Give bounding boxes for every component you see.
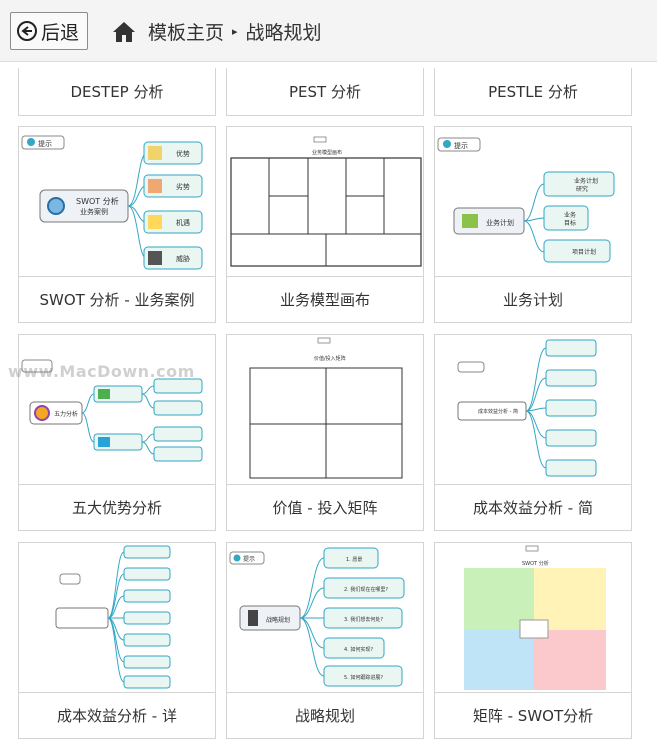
tip-text: 提示 <box>454 141 468 150</box>
svg-text:3. 我们想去何处?: 3. 我们想去何处? <box>344 616 383 623</box>
card-thumbnail <box>20 544 214 692</box>
svg-text:劣势: 劣势 <box>176 182 190 191</box>
card-thumbnail: 提示 SWOT 分析 业务案例 优势 劣势 机遇 威胁 <box>20 128 214 276</box>
svg-text:2. 我们现在在哪里?: 2. 我们现在在哪里? <box>344 586 388 593</box>
svg-text:成本效益分析 - 简: 成本效益分析 - 简 <box>478 408 518 415</box>
template-card-business-canvas[interactable]: 业务模型画布 业务模型画布 <box>226 126 424 323</box>
template-card-swot-matrix[interactable]: SWOT 分析 矩阵 - SWOT分析 <box>434 542 632 739</box>
svg-text:五力分析: 五力分析 <box>54 410 78 418</box>
swot-title: SWOT 分析 <box>522 560 549 567</box>
card-label: 五大优势分析 <box>19 484 215 530</box>
card-label: 成本效益分析 - 简 <box>435 484 631 530</box>
home-icon[interactable] <box>112 21 136 43</box>
svg-text:业务案例: 业务案例 <box>80 207 108 216</box>
svg-text:5. 如何跟踪进展?: 5. 如何跟踪进展? <box>344 674 383 681</box>
card-label: 战略规划 <box>227 692 423 738</box>
card-label: 业务计划 <box>435 276 631 322</box>
template-card-strategic-planning[interactable]: 提示 战略规划 1. 愿景 2. 我们现在在哪里? 3. 我们想去何处? 4. … <box>226 542 424 739</box>
back-arrow-icon <box>17 21 37 41</box>
card-thumbnail: 成本效益分析 - 简 <box>436 336 630 484</box>
tip-text: 提示 <box>38 139 52 148</box>
svg-text:业务计划: 业务计划 <box>574 177 598 185</box>
svg-text:SWOT 分析: SWOT 分析 <box>76 196 119 206</box>
breadcrumb-home[interactable]: 模板主页 <box>148 22 225 44</box>
card-label: DESTEP 分析 <box>19 68 215 115</box>
svg-text:业务计划: 业务计划 <box>486 218 514 227</box>
card-label: 业务模型画布 <box>227 276 423 322</box>
svg-text:研究: 研究 <box>576 185 588 193</box>
card-thumbnail: 价值/投入矩阵 <box>228 336 422 484</box>
card-label: 成本效益分析 - 详 <box>19 692 215 738</box>
card-thumbnail: 提示 战略规划 1. 愿景 2. 我们现在在哪里? 3. 我们想去何处? 4. … <box>228 544 422 692</box>
breadcrumb-separator-icon: ▸ <box>232 25 238 38</box>
breadcrumb: 模板主页 ▸ 战略规划 <box>112 18 322 45</box>
breadcrumb-current: 战略规划 <box>245 22 322 44</box>
template-card-value-effort[interactable]: 价值/投入矩阵 价值 - 投入矩阵 <box>226 334 424 531</box>
svg-text:4. 如何实现?: 4. 如何实现? <box>344 646 373 653</box>
template-card-cost-benefit-detailed[interactable]: 成本效益分析 - 详 <box>18 542 216 739</box>
back-button[interactable]: 后退 <box>10 12 88 50</box>
svg-text:目标: 目标 <box>564 219 576 227</box>
svg-text:威胁: 威胁 <box>176 254 190 263</box>
svg-text:机遇: 机遇 <box>176 218 190 227</box>
template-card-destep[interactable]: DESTEP 分析 <box>18 68 216 116</box>
svg-text:优势: 优势 <box>176 149 190 158</box>
template-card-pestle[interactable]: PESTLE 分析 <box>434 68 632 116</box>
template-card-pest[interactable]: PEST 分析 <box>226 68 424 116</box>
card-label: 矩阵 - SWOT分析 <box>435 692 631 738</box>
svg-text:战略规划: 战略规划 <box>266 616 290 624</box>
back-label: 后退 <box>41 21 80 44</box>
template-card-cost-benefit-simple[interactable]: 成本效益分析 - 简 成本效益分析 - 简 <box>434 334 632 531</box>
svg-text:1. 愿景: 1. 愿景 <box>346 556 362 563</box>
card-thumbnail: 五力分析 <box>20 336 214 484</box>
template-card-five-forces[interactable]: 五力分析 五大优势分析 <box>18 334 216 531</box>
svg-text:业务: 业务 <box>564 211 576 219</box>
template-card-business-plan[interactable]: 提示 业务计划 业务计划 研究 业务 目标 项目计划 业务计划 <box>434 126 632 323</box>
template-card-swot-business[interactable]: 提示 SWOT 分析 业务案例 优势 劣势 机遇 威胁 SWOT 分析 - <box>18 126 216 323</box>
top-bar: 后退 模板主页 ▸ 战略规划 <box>0 0 657 62</box>
svg-text:价值/投入矩阵: 价值/投入矩阵 <box>314 355 346 362</box>
card-label: PEST 分析 <box>227 68 423 115</box>
card-label: SWOT 分析 - 业务案例 <box>19 276 215 322</box>
card-thumbnail: 提示 业务计划 业务计划 研究 业务 目标 项目计划 <box>436 128 630 276</box>
card-thumbnail: SWOT 分析 <box>436 544 630 692</box>
card-thumbnail: 业务模型画布 <box>228 128 422 276</box>
tip-text: 提示 <box>243 555 255 563</box>
svg-text:业务模型画布: 业务模型画布 <box>312 149 342 156</box>
card-label: PESTLE 分析 <box>435 68 631 115</box>
card-label: 价值 - 投入矩阵 <box>227 484 423 530</box>
svg-text:项目计划: 项目计划 <box>572 248 596 256</box>
